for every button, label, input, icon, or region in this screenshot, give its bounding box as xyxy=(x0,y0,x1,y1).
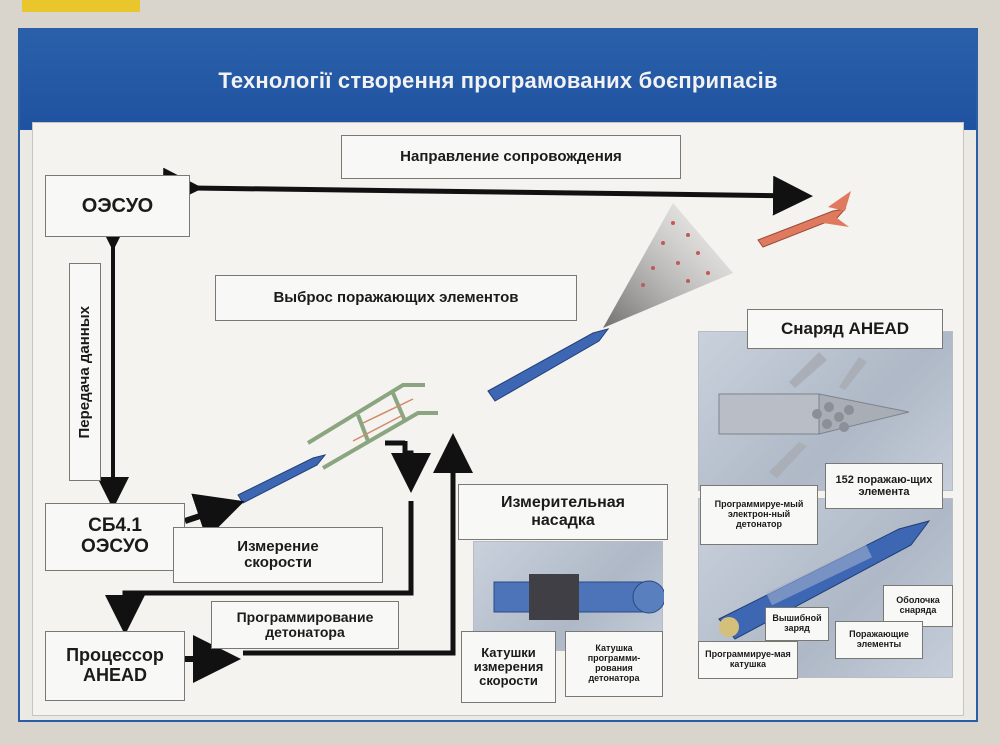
diagram-graphics xyxy=(97,167,851,683)
sb-label: СБ4.1 ОЭСУО xyxy=(81,515,149,557)
speed-measure-box: Измерение скорости xyxy=(173,527,383,583)
tracking-arrow xyxy=(162,167,813,216)
prog-coil-detonator-label: Катушка программи-рования детонатора xyxy=(587,643,641,683)
tracking-direction-box: Направление сопровождения xyxy=(341,135,681,179)
speed-coils-label: Катушки измерения скорости xyxy=(473,644,544,689)
charge-box: Вышибной заряд xyxy=(765,607,829,641)
speed-measure-label: Измерение скорости xyxy=(237,537,319,571)
prog-coil-detonator-box: Катушка программи-рования детонатора xyxy=(565,631,663,697)
speed-coils-box: Катушки измерения скорости xyxy=(461,631,556,703)
flying-shell-icon xyxy=(487,328,610,402)
processor-label: Процессор AHEAD xyxy=(66,645,164,685)
detonator-prog-label: Программирование детонатора xyxy=(236,608,374,640)
ahead-shell-label: Снаряд AHEAD xyxy=(780,318,910,338)
diagram-canvas: ОЭСУО Направление сопровождения Передача… xyxy=(32,122,964,716)
data-transfer-label: Передача данных xyxy=(75,305,93,439)
shell-body-label: Оболочка снаряда xyxy=(896,595,940,615)
measuring-nozzle-label: Измерительная насадка xyxy=(500,494,626,529)
prog-detonator-label: Программируе-мый электрон-ный детонатор xyxy=(714,499,804,529)
prog-coil-label: Программируе-мая катушка xyxy=(705,649,791,669)
elements-152-label: 152 поражаю-щих элемента xyxy=(835,473,933,498)
detonator-prog-box: Программирование детонатора xyxy=(211,601,399,649)
sb-oesuo-box: СБ4.1 ОЭСУО xyxy=(45,503,185,571)
oesuo-label: ОЭСУО xyxy=(81,195,154,217)
ejection-label: Выброс поражающих элементов xyxy=(273,288,519,306)
ejection-cone xyxy=(603,203,733,328)
striking-elements-box: Поражающие элементы xyxy=(835,621,923,659)
measuring-nozzle-box: Измерительная насадка xyxy=(458,484,668,540)
processor-box: Процессор AHEAD xyxy=(45,631,185,701)
speed-measure-path xyxy=(105,501,414,635)
prog-to-gun-path xyxy=(243,433,473,656)
gun-barrel-frame xyxy=(306,383,438,470)
tracking-label: Направление сопровождения xyxy=(400,147,622,165)
elements-152-box: 152 поражаю-щих элемента xyxy=(825,463,943,509)
projectile-icon xyxy=(237,454,327,504)
charge-label: Вышибной заряд xyxy=(772,613,822,633)
page-title: Технології створення програмованих боєпр… xyxy=(218,68,778,93)
ahead-shell-box: Снаряд AHEAD xyxy=(747,309,943,349)
yellow-corner-tab xyxy=(22,0,140,12)
sb-to-gun-arrow xyxy=(184,493,245,540)
oesuo-box: ОЭСУО xyxy=(45,175,190,237)
diagram-panel: Технології створення програмованих боєпр… xyxy=(18,28,978,722)
header-bar: Технології створення програмованих боєпр… xyxy=(20,30,976,130)
data-transfer-box: Передача данных xyxy=(69,263,101,481)
prog-coil-box: Программируе-мая катушка xyxy=(698,641,798,679)
fragment-dots xyxy=(641,221,710,287)
prog-detonator-box: Программируе-мый электрон-ный детонатор xyxy=(700,485,818,545)
target-missile-icon xyxy=(757,191,851,248)
striking-elements-label: Поражающие элементы xyxy=(849,629,909,649)
ejection-box: Выброс поражающих элементов xyxy=(215,275,577,321)
